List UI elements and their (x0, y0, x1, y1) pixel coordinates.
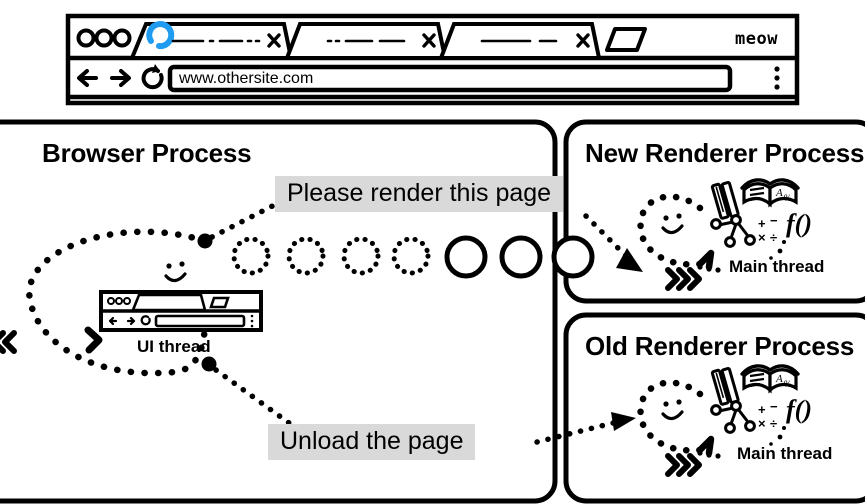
url-input-value[interactable]: www.othersite.com (179, 70, 314, 87)
old-renderer-main-thread-graphic (637, 364, 814, 474)
kebab-menu-icon[interactable] (774, 66, 780, 90)
task-queue (231, 235, 595, 279)
unload-message-origin-dot (201, 356, 217, 372)
new-renderer-panel (563, 119, 865, 304)
queue-dotted-circle-2 (286, 236, 326, 276)
url-bar[interactable] (167, 64, 733, 93)
queue-dotted-circle-4 (391, 236, 431, 276)
queue-dotted-circle-1 (231, 236, 271, 276)
old-renderer-title: Old Renderer Process (585, 331, 855, 361)
ui-thread-loop-arrow (84, 326, 103, 354)
tab-1[interactable] (129, 21, 294, 60)
browser-window-frame (65, 13, 800, 106)
render-message-leader (209, 195, 291, 240)
ui-thread-browser-icon (99, 290, 263, 332)
old-renderer-main-thread-label: Main thread (737, 444, 833, 463)
queue-solid-circle-3 (551, 235, 595, 279)
window-dots[interactable] (76, 28, 132, 48)
render-message-origin-dot (197, 233, 213, 249)
ipc-arrow-head-old-renderer (611, 412, 636, 431)
new-renderer-main-thread-label: Main thread (729, 257, 825, 276)
ipc-arrow-head-new-renderer (616, 248, 643, 272)
tab-loading-spinner (146, 21, 175, 50)
ipc-arrow-to-old-renderer (534, 419, 620, 445)
unload-message-chip: Unload the page (268, 424, 476, 461)
ipc-arrow-to-new-renderer (583, 213, 633, 263)
new-renderer-main-thread-graphic (637, 178, 814, 288)
queue-solid-circle-2 (499, 235, 543, 279)
nav-reload-icon[interactable] (141, 64, 164, 90)
browser-process-panel (0, 119, 558, 504)
new-renderer-title: New Renderer Process (585, 138, 865, 168)
nav-forward-icon[interactable] (110, 69, 131, 87)
ui-thread-label: UI thread (137, 337, 211, 356)
tab-3[interactable] (438, 22, 602, 60)
browser-process-title: Browser Process (42, 138, 252, 168)
queue-solid-circle-1 (444, 235, 488, 279)
nav-back-icon[interactable] (77, 69, 98, 87)
render-message-chip: Please render this page (275, 176, 564, 213)
tab-1-close-icon[interactable] (267, 33, 281, 48)
tab-2-close-icon[interactable] (422, 33, 436, 48)
ui-thread-loop (26, 228, 209, 377)
new-tab-button[interactable] (605, 27, 647, 52)
tab-2[interactable] (284, 22, 448, 60)
queue-dotted-circle-3 (341, 236, 381, 276)
browser-brand-label: meow (735, 29, 778, 49)
tab-3-close-icon[interactable] (576, 33, 590, 48)
